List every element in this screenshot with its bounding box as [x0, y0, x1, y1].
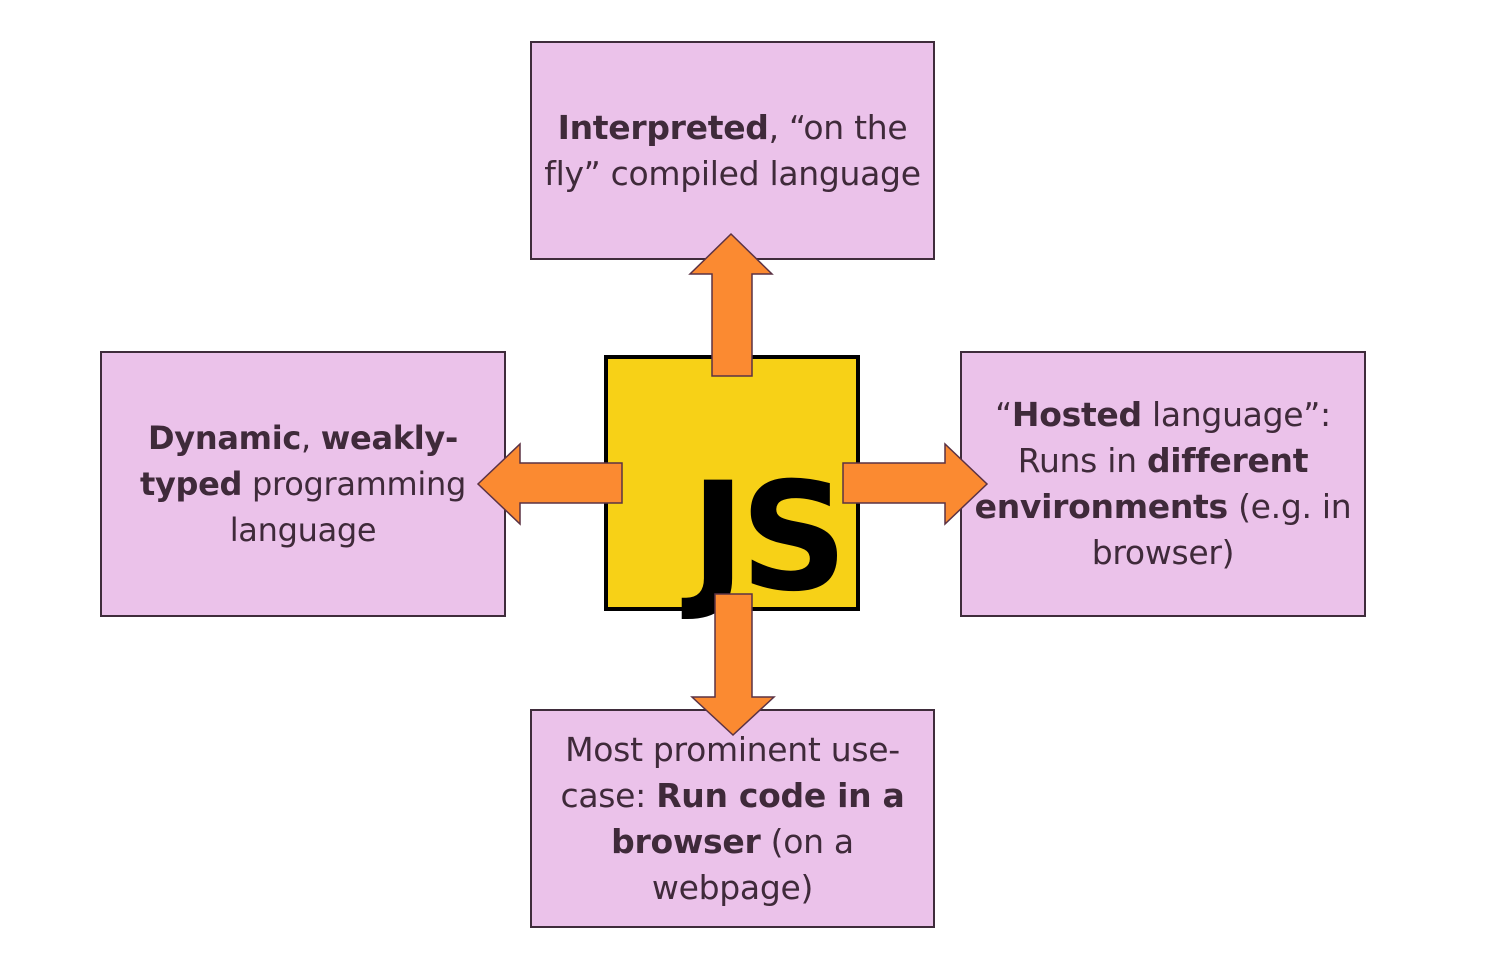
box-environments-bold: different environments [974, 441, 1309, 526]
js-logo: JS [604, 355, 860, 625]
box-hosted-language-text: “Hosted language”: Runs in different env… [962, 392, 1364, 576]
js-logo-text: JS [690, 451, 848, 625]
box-dynamic-bold: Dynamic [148, 419, 302, 457]
box-dynamic-plain: programming language [229, 465, 467, 549]
box-weakly-typed-bold: weakly-typed [139, 419, 458, 503]
box-use-case-text: Most prominent use-case: Run code in a b… [532, 727, 933, 911]
box-use-case-bold: Run code in a browser [611, 775, 905, 861]
box-interpreted-plain: , “on the fly” compiled language [544, 107, 921, 193]
box-hosted-example: (e.g. in browser) [1091, 487, 1352, 572]
box-dynamic-typing: Dynamic, weakly-typed programming langua… [100, 351, 506, 617]
box-hosted-bold: Hosted [1011, 395, 1142, 434]
box-hosted-open-quote: “ [995, 395, 1012, 434]
box-dynamic-typing-text: Dynamic, weakly-typed programming langua… [102, 415, 504, 553]
arrow-down [690, 593, 776, 737]
box-use-case-plain: Most prominent use-case: [560, 729, 901, 815]
box-dynamic-separator: , [301, 419, 321, 457]
arrow-left [476, 442, 623, 526]
arrow-right [842, 442, 989, 526]
box-interpreted-text: Interpreted, “on the fly” compiled langu… [532, 105, 933, 197]
box-interpreted-bold: Interpreted [557, 107, 769, 147]
box-hosted-language: “Hosted language”: Runs in different env… [960, 351, 1366, 617]
arrow-up [688, 232, 774, 377]
box-use-case-note: (on a webpage) [651, 821, 854, 907]
box-interpreted: Interpreted, “on the fly” compiled langu… [530, 41, 935, 260]
box-use-case: Most prominent use-case: Run code in a b… [530, 709, 935, 928]
box-hosted-plain: language”: Runs in [1017, 395, 1331, 480]
